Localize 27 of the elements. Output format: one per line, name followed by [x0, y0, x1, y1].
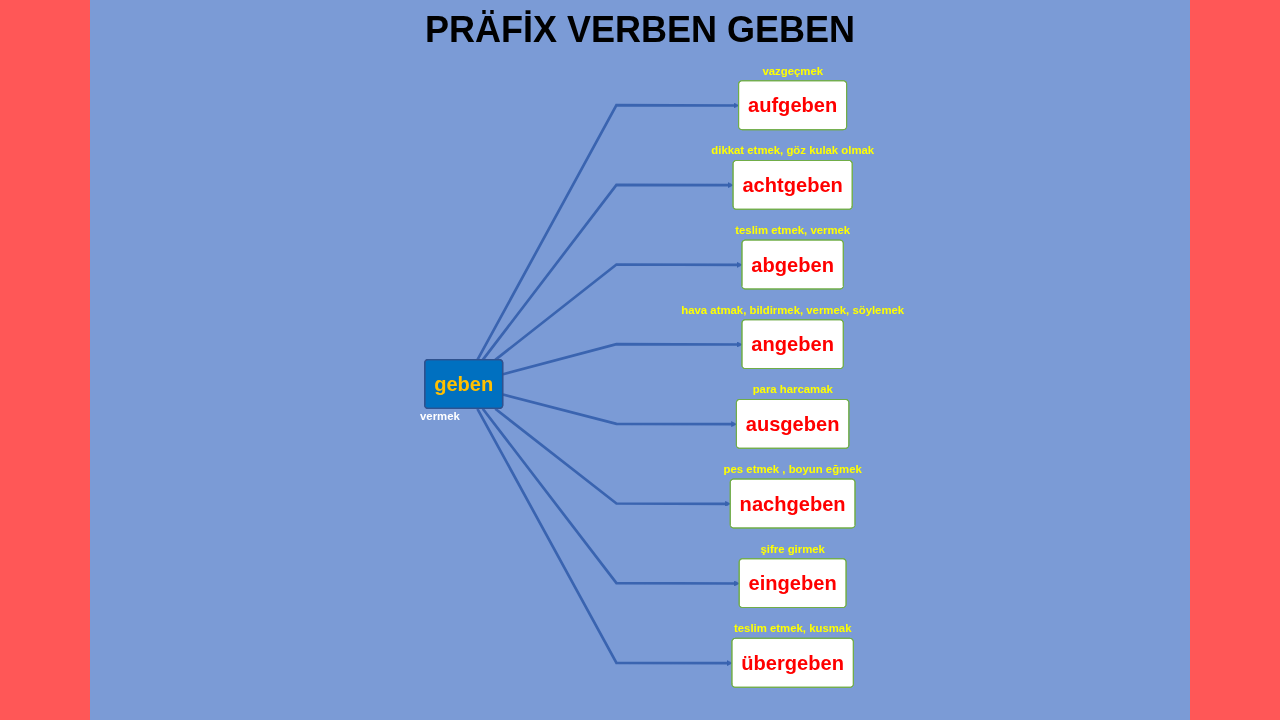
arrow — [502, 393, 738, 428]
verb-box: eingeben — [738, 558, 847, 609]
verb-box: angeben — [741, 319, 844, 370]
translation-text: teslim etmek, vermek — [735, 224, 851, 238]
arrow — [494, 407, 731, 507]
translation-text: vermek — [420, 410, 460, 424]
translation-text: pes etmek , boyun eğmek — [723, 463, 862, 477]
translation-text: dikkat etmek, göz kulak olmak — [711, 144, 875, 158]
arrow — [502, 341, 743, 376]
verb-box: übergeben — [731, 637, 854, 688]
translation-text: para harcamak — [752, 383, 833, 397]
title: PRÄFİX VERBEN GEBEN — [424, 9, 856, 50]
arrow — [481, 407, 740, 587]
translation-text: teslim etmek, kusmak — [734, 622, 852, 636]
translation-text: vazgeçmek — [762, 64, 824, 78]
arrow — [476, 408, 733, 667]
verb-box: ausgeben — [736, 398, 850, 449]
arrow — [476, 102, 740, 361]
verb-box: abgeben — [741, 239, 844, 290]
root-verb-box: geben — [424, 358, 504, 410]
translation-text: hava atmak, bildirmek, vermek, söylemek — [681, 303, 905, 317]
translation-text: şifre girmek — [760, 542, 825, 556]
verb-box: nachgeben — [729, 478, 856, 529]
verb-box: aufgeben — [738, 80, 848, 131]
verb-box: achtgeben — [732, 159, 853, 210]
arrow — [494, 261, 743, 361]
arrow — [481, 182, 734, 361]
